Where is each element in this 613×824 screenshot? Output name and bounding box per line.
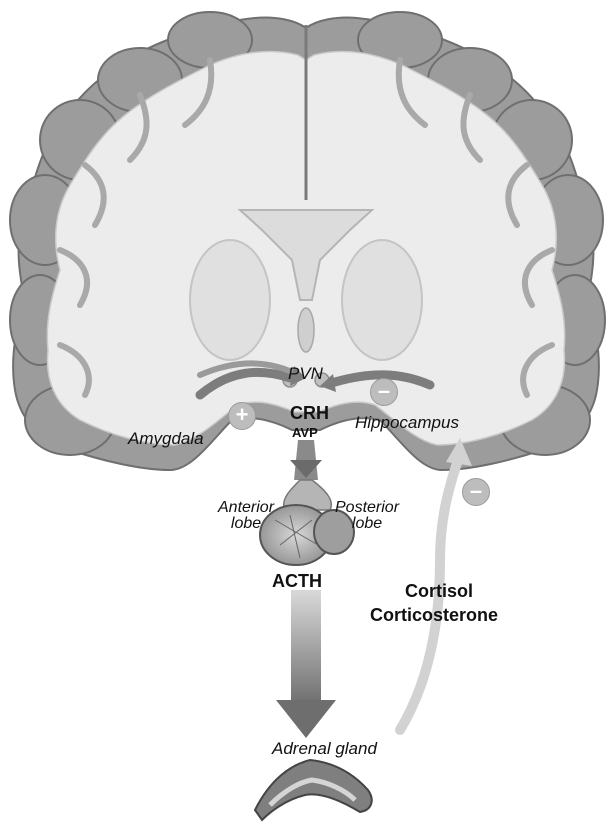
feedback-minus-sign: –	[462, 478, 490, 506]
pvn-label: PVN	[288, 365, 323, 382]
amygdala-label: Amygdala	[128, 430, 204, 447]
anterior-lobe-line-2: lobe	[218, 516, 274, 532]
posterior-lobe-line-1: Posterior	[335, 500, 399, 516]
adrenal-gland-shape	[255, 760, 372, 820]
acth-label: ACTH	[272, 572, 322, 590]
anterior-lobe-label: Anterior lobe	[218, 500, 274, 532]
acth-arrow-shaft	[291, 590, 321, 705]
avp-label: AVP	[292, 426, 318, 439]
posterior-lobe-label: Posterior lobe	[335, 500, 399, 532]
acth-arrow-head	[276, 700, 336, 738]
posterior-lobe-line-2: lobe	[335, 516, 399, 532]
corticosterone-label: Corticosterone	[370, 606, 498, 624]
cortisol-label: Cortisol	[405, 582, 473, 600]
hippocampus-minus-sign: –	[370, 378, 398, 406]
anterior-lobe-line-1: Anterior	[218, 500, 274, 516]
adrenal-gland-label: Adrenal gland	[272, 740, 377, 757]
crh-label: CRH	[290, 404, 329, 422]
hippocampus-label: Hippocampus	[355, 414, 459, 431]
amygdala-plus-sign: +	[228, 402, 256, 430]
